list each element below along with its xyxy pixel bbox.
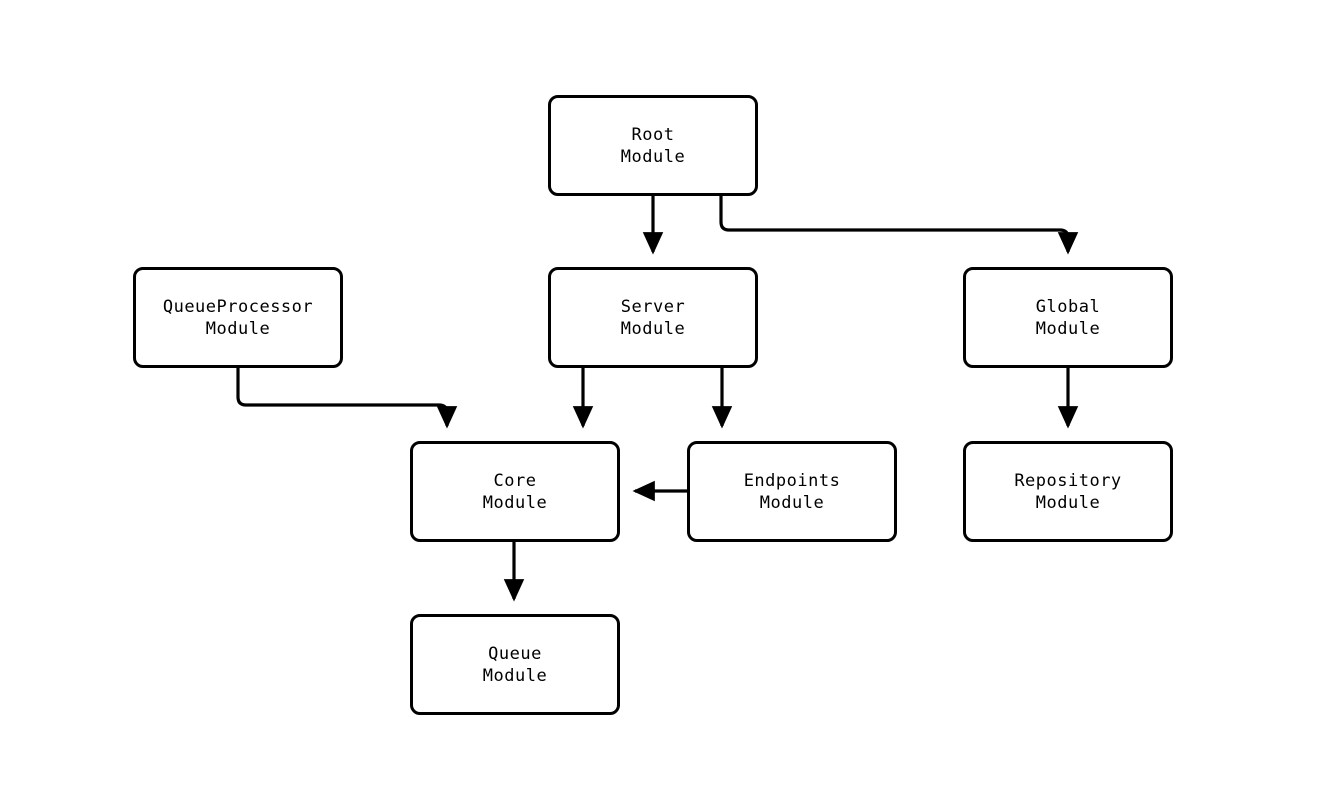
- node-repository-label-line1: Repository: [1014, 470, 1122, 491]
- node-core-label-line2: Module: [482, 492, 548, 513]
- node-root-label-line2: Module: [620, 146, 686, 167]
- node-root-label-line1: Root: [631, 124, 675, 145]
- node-endpoints-label-line2: Module: [759, 492, 825, 513]
- node-global-label-line1: Global: [1035, 296, 1101, 317]
- node-queueprocessor-label-line2: Module: [205, 318, 271, 339]
- node-server-label-line1: Server: [620, 296, 686, 317]
- edge-root-to-global: [719, 196, 1079, 255]
- node-endpoints-label-line1: Endpoints: [743, 470, 841, 491]
- node-server-label-line2: Module: [620, 318, 686, 339]
- edge-queueprocessor-to-core: [236, 368, 458, 429]
- node-queue-label-line1: Queue: [488, 643, 542, 664]
- node-queueprocessor-label-line1: QueueProcessor: [162, 296, 314, 317]
- node-global-label-line2: Module: [1035, 318, 1101, 339]
- node-queue-label-line2: Module: [482, 665, 548, 686]
- node-core-label-line1: Core: [493, 470, 537, 491]
- node-repository-label-line2: Module: [1035, 492, 1101, 513]
